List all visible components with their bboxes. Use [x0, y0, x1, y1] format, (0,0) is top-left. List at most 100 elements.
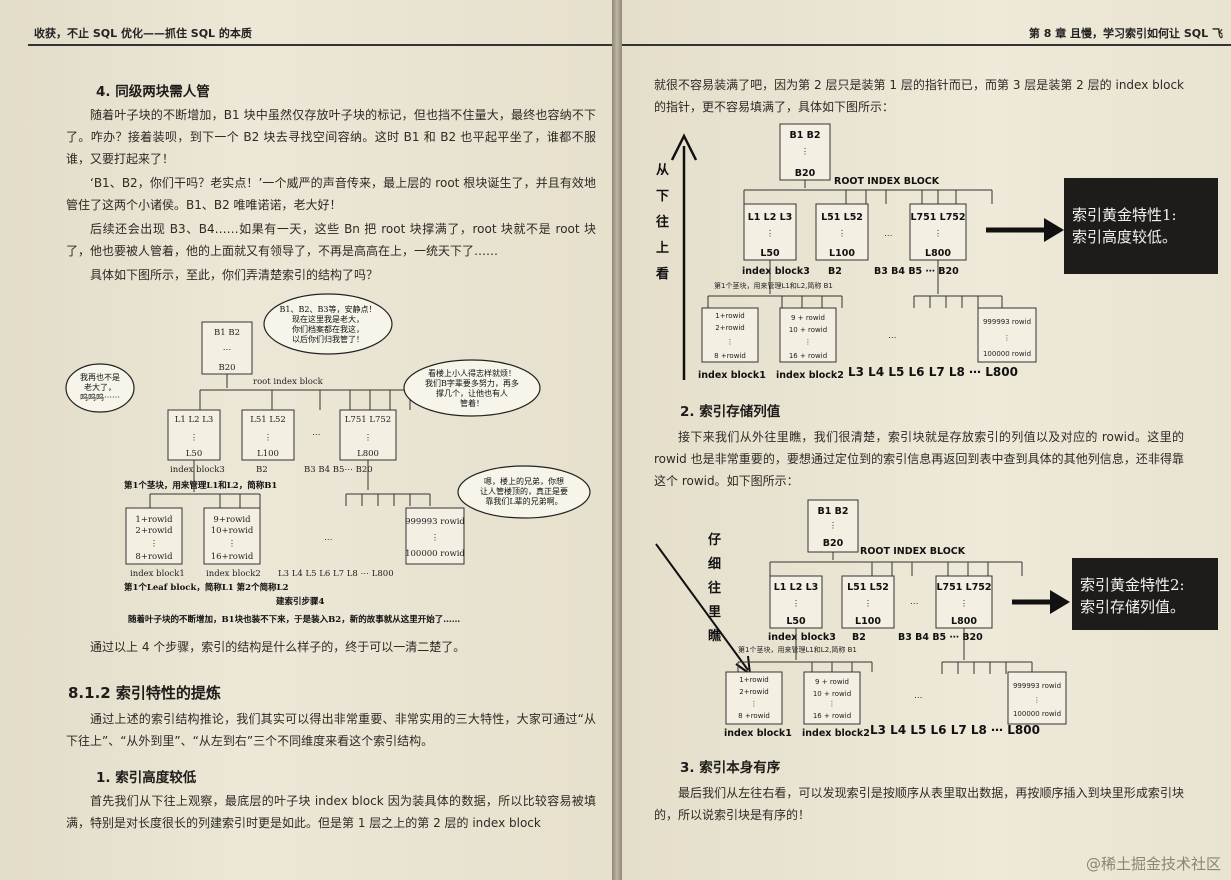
- branch-b1: [167, 409, 221, 461]
- svg-text:L50: L50: [786, 616, 806, 627]
- svg-text:2+rowid: 2+rowid: [135, 526, 173, 536]
- root-label: root index block: [253, 377, 324, 387]
- svg-text:L1 L2 L3: L1 L2 L3: [748, 212, 793, 223]
- svg-text:8 +rowid: 8 +rowid: [714, 352, 746, 360]
- svg-text:我再也不是: 我再也不是: [80, 372, 120, 382]
- svg-text:第1个Leaf block，简称L1 第2个简称L2: 第1个Leaf block，简称L1 第2个简称L2: [124, 582, 289, 593]
- svg-text:L50: L50: [760, 248, 780, 259]
- svg-text:我们B字辈要多努力，再多: 我们B字辈要多努力，再多: [425, 378, 519, 388]
- svg-text:第1个茎块，用来管理L1和L2,简称 B1: 第1个茎块，用来管理L1和L2,简称 B1: [738, 645, 857, 654]
- leaf-l1: [125, 507, 183, 565]
- svg-text:16+rowid: 16+rowid: [211, 552, 254, 562]
- section-8-1-2-title: 8.1.2 索引特性的提炼: [68, 684, 221, 702]
- svg-text:B20: B20: [218, 363, 235, 373]
- svg-text:index block1: index block1: [130, 569, 185, 579]
- svg-text:往: 往: [656, 214, 669, 230]
- svg-text:10 + rowid: 10 + rowid: [813, 690, 851, 698]
- svg-text:⋮: ⋮: [934, 229, 943, 239]
- left-page: 收获，不止 SQL 优化——抓住 SQL 的本质 4. 同级两块需人管 随着叶子…: [0, 0, 612, 880]
- svg-text:里: 里: [708, 605, 721, 620]
- svg-text:第1个茎块，用来管理L1和L2，简称B1: 第1个茎块，用来管理L1和L2，简称B1: [124, 480, 277, 491]
- svg-text:⋮: ⋮: [838, 229, 847, 239]
- svg-text:B20: B20: [795, 168, 816, 179]
- svg-text:1+rowid: 1+rowid: [739, 676, 768, 684]
- watermark: @稀土掘金技术社区: [1085, 855, 1221, 873]
- svg-text:⋯: ⋯: [884, 231, 893, 241]
- svg-text:16 + rowid: 16 + rowid: [789, 352, 827, 360]
- svg-text:B2: B2: [852, 632, 866, 643]
- svg-text:ROOT INDEX BLOCK: ROOT INDEX BLOCK: [834, 176, 940, 187]
- subsection-2-title: 2. 索引存储列值: [680, 404, 781, 420]
- svg-text:让人管楼顶的，真正是要: 让人管楼顶的，真正是要: [480, 486, 568, 496]
- svg-text:9 + rowid: 9 + rowid: [791, 314, 825, 322]
- golden-feature-2-box: [1072, 558, 1218, 630]
- svg-text:⋮: ⋮: [228, 539, 237, 549]
- golden-feature-2-line2: 索引存储列值。: [1080, 598, 1185, 616]
- left-paragraph-5: 通过以上 4 个步骤，索引的结构是什么样子的，终于可以一清二楚了。: [90, 640, 466, 654]
- svg-text:⋮: ⋮: [801, 147, 810, 157]
- svg-text:嗯，楼上的兄弟，你想: 嗯，楼上的兄弟，你想: [484, 476, 564, 486]
- speech-cloud-left: [65, 363, 135, 413]
- svg-text:index block3: index block3: [742, 266, 810, 277]
- svg-text:2+rowid: 2+rowid: [715, 324, 744, 332]
- svg-text:撑几个，让他也有人: 撑几个，让他也有人: [436, 388, 508, 398]
- speech-cloud-right: [403, 359, 541, 417]
- svg-text:B3 B4 B5⋯ B20: B3 B4 B5⋯ B20: [304, 465, 373, 475]
- svg-text:建索引步骤4: 建索引步骤4: [275, 596, 325, 607]
- leaf-l800: [405, 507, 465, 565]
- svg-text:100000 rowid: 100000 rowid: [1013, 710, 1061, 718]
- svg-text:呜呜呜⋯⋯: 呜呜呜⋯⋯: [80, 392, 120, 402]
- book-gutter: [612, 0, 622, 880]
- svg-text:index block2: index block2: [802, 728, 870, 739]
- svg-text:L3 L4 L5 L6 L7 L8 ⋯ L: L3 L4 L5 L6 L7 L8 ⋯ L800: [870, 723, 1040, 737]
- golden-feature-1-line2: 索引高度较低。: [1072, 228, 1177, 246]
- svg-text:L800: L800: [357, 449, 379, 459]
- svg-text:B1、B2、B3等，安静点！: B1、B2、B3等，安静点！: [280, 304, 377, 314]
- left-paragraph-6: 通过上述的索引结构推论，我们其实可以得出非常重要、非常实用的三大特性，大家可通过…: [66, 712, 596, 748]
- svg-text:10 + rowid: 10 + rowid: [789, 326, 827, 334]
- branch-b2: [241, 409, 295, 461]
- svg-text:⋮: ⋮: [364, 433, 373, 443]
- right-paragraph-2: 接下来我们从外往里瞧，我们很清楚，索引块就是存放索引的列值以及对应的 rowid…: [654, 430, 1184, 488]
- svg-text:B1 B2: B1 B2: [214, 328, 240, 338]
- svg-text:B3 B4 B5 ⋯ B20: B3 B4 B5 ⋯ B20: [898, 632, 983, 643]
- svg-text:10+rowid: 10+rowid: [211, 526, 254, 536]
- svg-text:B2: B2: [256, 465, 268, 475]
- svg-text:index block3: index block3: [170, 465, 225, 475]
- svg-text:L3 L4 L5 L6 L7: L3 L4 L5 L6 L7 L8 ⋯ L800: [278, 569, 394, 579]
- svg-text:⋮: ⋮: [960, 599, 969, 609]
- svg-text:⋯: ⋯: [312, 430, 321, 440]
- svg-text:看楼上小人得志样就烦！: 看楼上小人得志样就烦！: [428, 368, 516, 378]
- svg-text:⋮: ⋮: [864, 599, 873, 609]
- svg-text:往: 往: [708, 580, 721, 596]
- left-paragraph-3: 后续还会出现 B3、B4……如果有一天，这些 Bn 把 root 块撑满了，ro…: [66, 222, 596, 258]
- svg-text:B2: B2: [828, 266, 842, 277]
- svg-text:B1 B2: B1 B2: [817, 506, 848, 517]
- svg-text:L1 L2 L3: L1 L2 L3: [774, 582, 819, 593]
- svg-text:L800: L800: [951, 616, 977, 627]
- svg-text:8+rowid: 8+rowid: [135, 552, 173, 562]
- index-stored-values-diagram: 仔 细 往 里 瞧 B1 B2 ⋮ B20 ROOT INDEX BLOCK L…: [655, 499, 1218, 739]
- svg-text:8 +rowid: 8 +rowid: [738, 712, 770, 720]
- svg-text:瞧: 瞧: [708, 628, 721, 644]
- golden-feature-1-line1: 索引黄金特性1:: [1072, 206, 1177, 224]
- svg-text:⋯: ⋯: [914, 693, 923, 703]
- svg-text:⋮: ⋮: [829, 521, 838, 531]
- index-structure-diagram-step4: B1 B2 ⋯ B20 root index block L1 L2 L3 ⋮ …: [65, 293, 591, 625]
- svg-text:⋮: ⋮: [727, 338, 734, 346]
- svg-text:L751 L752: L751 L752: [910, 212, 965, 223]
- golden-feature-1-box: [1064, 178, 1218, 274]
- svg-text:第1个茎块，用来管理L1和L2,简称 B1: 第1个茎块，用来管理L1和L2,简称 B1: [714, 281, 833, 290]
- svg-text:⋮: ⋮: [751, 700, 758, 708]
- svg-text:⋯: ⋯: [910, 599, 919, 609]
- right-paragraph-3: 最后我们从左往右看，可以发现索引是按顺序从表里取出数据，再按顺序插入到块里形成索…: [654, 786, 1184, 822]
- svg-text:老大了，: 老大了，: [84, 382, 116, 392]
- left-paragraph-1: 随着叶子块的不断增加，B1 块中虽然仅存放叶子块的标记，但也挡不住量大，最终也容…: [66, 108, 596, 166]
- svg-text:靠我们L辈的兄弟啊。: 靠我们L辈的兄弟啊。: [485, 496, 562, 506]
- svg-text:16 + rowid: 16 + rowid: [813, 712, 851, 720]
- svg-text:⋮: ⋮: [805, 338, 812, 346]
- svg-text:1+rowid: 1+rowid: [715, 312, 744, 320]
- svg-text:L100: L100: [257, 449, 279, 459]
- subsection-3-title: 3. 索引本身有序: [680, 760, 781, 776]
- golden-feature-2-line1: 索引黄金特性2:: [1080, 576, 1185, 594]
